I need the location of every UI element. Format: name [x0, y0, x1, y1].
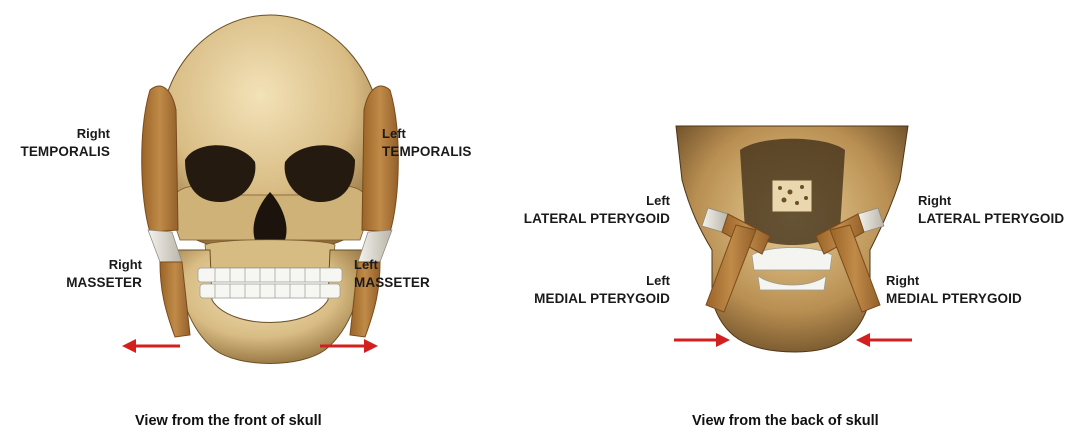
back-left-arrow — [674, 333, 730, 347]
back-view-panel: Left LATERAL PTERYGOID Right LATERAL PTE… — [540, 0, 1082, 432]
label-side: Left — [510, 272, 670, 290]
label-left-lateral-pterygoid: Left LATERAL PTERYGOID — [490, 192, 670, 228]
label-side: Left — [490, 192, 670, 210]
front-left-arrow — [122, 339, 180, 353]
maxilla — [205, 240, 335, 268]
label-right-lateral-pterygoid: Right LATERAL PTERYGOID — [918, 192, 1078, 228]
label-muscle: MASSETER — [42, 274, 142, 292]
label-muscle: LATERAL PTERYGOID — [918, 210, 1078, 228]
back-view-caption: View from the back of skull — [692, 413, 879, 429]
label-side: Left — [382, 125, 492, 143]
label-muscle: TEMPORALIS — [10, 143, 110, 161]
front-skull-illustration — [0, 0, 540, 432]
front-view-caption: View from the front of skull — [135, 413, 322, 429]
back-right-arrow — [856, 333, 912, 347]
teeth — [198, 268, 342, 298]
label-left-masseter: Left MASSETER — [354, 256, 464, 292]
right-masseter-tendon — [148, 230, 182, 262]
label-muscle: TEMPORALIS — [382, 143, 492, 161]
label-side: Right — [886, 272, 1046, 290]
label-muscle: LATERAL PTERYGOID — [490, 210, 670, 228]
label-muscle: MASSETER — [354, 274, 464, 292]
label-left-temporalis: Left TEMPORALIS — [382, 125, 492, 161]
label-side: Right — [10, 125, 110, 143]
front-view-panel: Right TEMPORALIS Left TEMPORALIS Right M… — [0, 0, 540, 432]
label-right-medial-pterygoid: Right MEDIAL PTERYGOID — [886, 272, 1046, 308]
label-muscle: MEDIAL PTERYGOID — [510, 290, 670, 308]
label-right-temporalis: Right TEMPORALIS — [10, 125, 110, 161]
label-muscle: MEDIAL PTERYGOID — [886, 290, 1046, 308]
label-side: Right — [42, 256, 142, 274]
label-side: Right — [918, 192, 1078, 210]
label-right-masseter: Right MASSETER — [42, 256, 142, 292]
label-side: Left — [354, 256, 464, 274]
label-left-medial-pterygoid: Left MEDIAL PTERYGOID — [510, 272, 670, 308]
right-temporalis-muscle — [142, 86, 178, 232]
